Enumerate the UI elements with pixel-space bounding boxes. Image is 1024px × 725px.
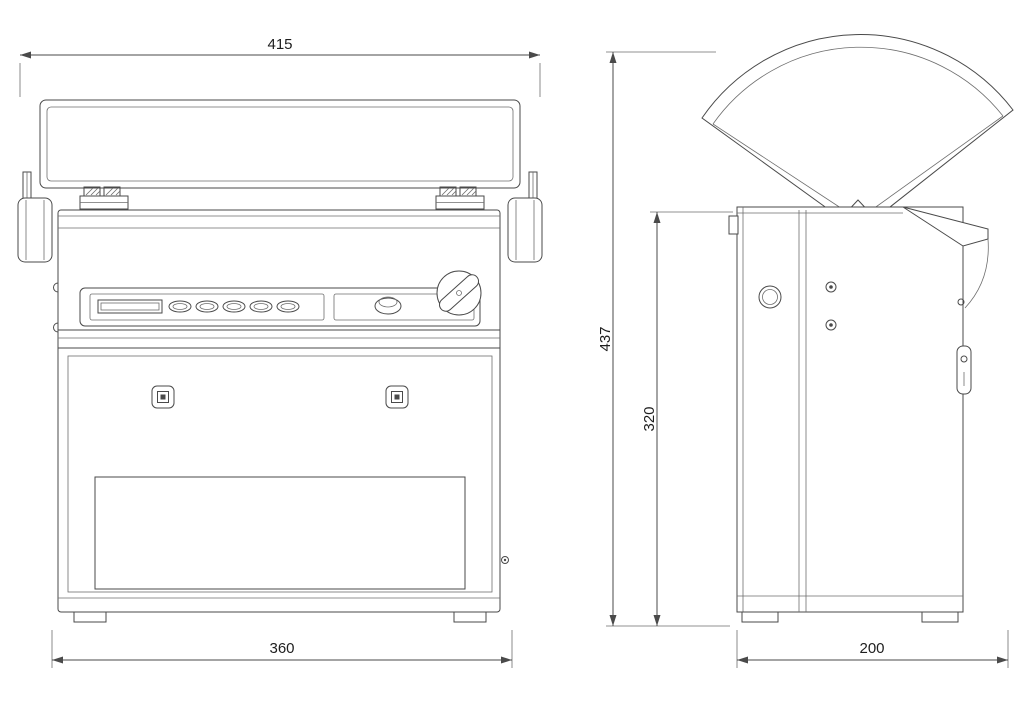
square-fitting-right [385,385,409,409]
panel-buttons [168,300,300,313]
foot-front-right [453,611,487,623]
dimension-label-320: 320 [641,406,658,431]
rear-guard [964,238,989,309]
dimension-front-overall-width: 415 [19,36,541,97]
latch-bracket-left [17,171,53,263]
dimension-front-base-width: 360 [51,630,513,668]
lower-cabinet [67,355,509,593]
lid-front [39,99,521,189]
rotary-knob [436,270,482,316]
body-front [53,209,501,613]
rear-guard-pin [957,298,965,306]
dimension-label-200: 200 [859,640,884,657]
side-power-button [758,285,782,309]
square-fitting-left [151,385,175,409]
recess-panel [94,476,466,590]
hinge-clamp-left [79,186,129,210]
side-view [701,34,1014,623]
latch-bracket-right [507,171,543,263]
front-view [17,99,543,623]
hinge-clamp-right [435,186,485,210]
dimension-label-437: 437 [597,326,614,351]
control-panel [79,270,482,327]
foot-side-right [921,611,959,623]
left-edge-nub-bottom [53,322,59,333]
left-edge-nub-top [53,282,59,293]
display-panel [89,293,325,321]
indicator-led-top [825,281,837,293]
foot-side-left [741,611,779,623]
side-latch [956,345,972,395]
dimension-side-depth: 200 [736,630,1009,668]
dome-button [374,296,402,315]
knob-lever [438,274,480,312]
dimension-side-body-height: 320 [641,211,733,626]
dimension-label-415: 415 [267,36,292,53]
indicator-led-bottom [825,319,837,331]
display-slot [97,299,163,314]
dimension-side-overall-height: 437 [597,51,730,627]
edge-screw [501,556,509,564]
foot-front-left [73,611,107,623]
body-side [728,206,989,613]
dimension-label-360: 360 [269,640,294,657]
front-lip [728,215,739,235]
